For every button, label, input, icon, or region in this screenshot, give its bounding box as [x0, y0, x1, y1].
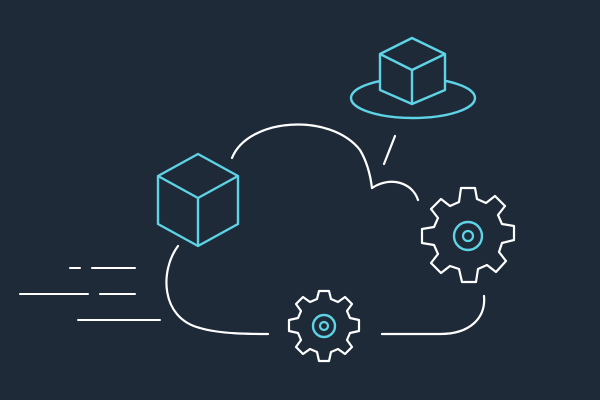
connector-line [382, 134, 397, 166]
gear-small-ring [311, 313, 337, 339]
gear-large-hub [461, 229, 475, 243]
small-cube [378, 36, 447, 106]
gear-large-ring [452, 220, 484, 252]
cube-icon [156, 152, 240, 248]
cube-on-platform-icon [349, 36, 477, 120]
gear-icon-small [287, 289, 361, 363]
cloud-outline-icon [165, 123, 486, 336]
motion-lines-icon [19, 267, 161, 321]
gear-small-hub [318, 320, 330, 332]
gear-icon-large [420, 186, 516, 284]
